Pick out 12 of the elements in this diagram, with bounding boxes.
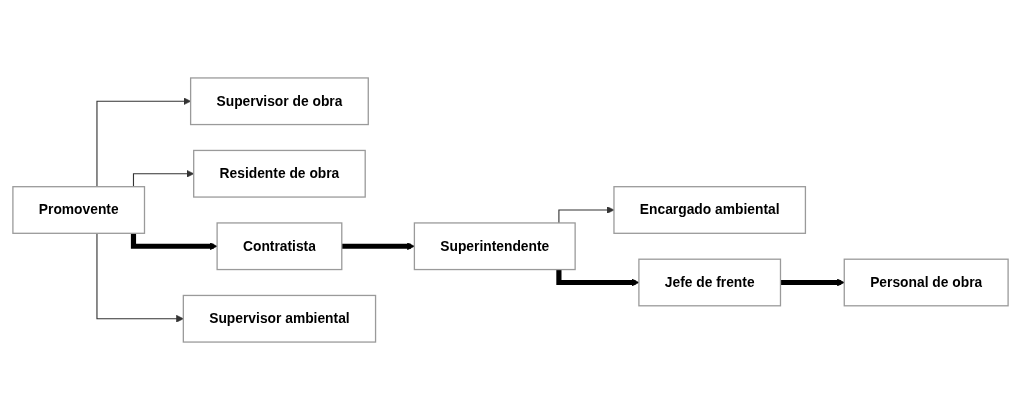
node-box: Encargado ambiental bbox=[613, 186, 807, 234]
node-box: Promovente bbox=[12, 186, 146, 234]
node-box: Superintendente bbox=[413, 222, 576, 271]
arrow bbox=[130, 233, 218, 251]
node-box: Contratista bbox=[216, 222, 343, 271]
node-box: Supervisor de obra bbox=[189, 77, 369, 126]
node-box: Residente de obra bbox=[193, 149, 366, 198]
node-box: Personal de obra bbox=[843, 258, 1009, 307]
node-box: Supervisor ambiental bbox=[182, 294, 377, 343]
node-box: Jefe de frente bbox=[638, 258, 782, 307]
arrow bbox=[96, 232, 184, 323]
arrow bbox=[96, 97, 191, 188]
